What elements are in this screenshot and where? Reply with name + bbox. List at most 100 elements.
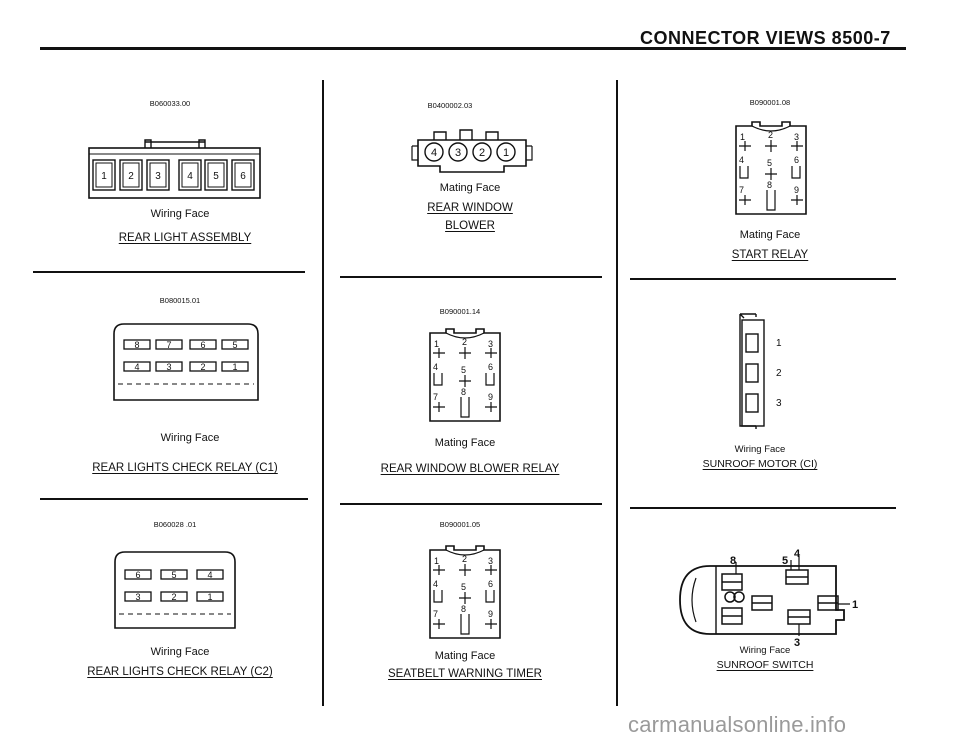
- swt-pin-8: 8: [461, 604, 466, 614]
- c2-face: Wiring Face: [150, 646, 210, 658]
- rwbr-pin-3: 3: [488, 339, 493, 349]
- rear-window-blower-code: B0400002.03: [427, 101, 473, 110]
- sunroof-switch-connector: 8 5 4 1 3: [679, 548, 858, 649]
- section-rule-c1-r2: [40, 498, 308, 500]
- rla-pin-4: 4: [187, 171, 193, 182]
- rla-pin-2: 2: [128, 171, 134, 182]
- rear-light-assembly-code: B060033.00: [149, 99, 191, 108]
- swt-code: B090001.05: [439, 520, 481, 529]
- ss-pin-8: 8: [730, 555, 736, 567]
- rwbr-pin-4: 4: [433, 362, 438, 372]
- c1-pin-7: 7: [166, 340, 171, 350]
- sunroof-motor-title: SUNROOF MOTOR (CI): [702, 458, 818, 470]
- rwbr-code: B090001.14: [439, 307, 481, 316]
- c2-pin-3: 3: [135, 592, 140, 602]
- c2-pin-4: 4: [207, 570, 212, 580]
- c2-title: REAR LIGHTS CHECK RELAY (C2): [87, 666, 273, 678]
- c1-pin-2: 2: [200, 362, 205, 372]
- ss-pin-3: 3: [794, 637, 800, 649]
- swt-face: Mating Face: [434, 650, 496, 662]
- c1-code: B080015.01: [159, 296, 201, 305]
- rwb-pin-2: 2: [479, 147, 485, 159]
- start-relay-face: Mating Face: [739, 229, 801, 241]
- ss-pin-5: 5: [782, 555, 788, 567]
- ss-pin-1: 1: [852, 599, 858, 611]
- rear-window-blower-connector: 4 3 2 1: [411, 129, 533, 173]
- rear-light-assembly-title: REAR LIGHT ASSEMBLY: [118, 232, 252, 244]
- sr-pin-3: 3: [794, 132, 799, 142]
- start-relay-title: START RELAY: [731, 249, 809, 261]
- rear-light-assembly-connector: 1 2 3 4 5 6: [88, 139, 261, 199]
- page-header-title: CONNECTOR VIEWS 8500-7: [640, 28, 891, 48]
- c1-connector: 8 7 6 5 4 3 2 1: [113, 323, 259, 401]
- c2-connector: 6 5 4 3 2 1: [114, 551, 236, 629]
- c2-pin-6: 6: [135, 570, 140, 580]
- section-rule-c3-r1: [630, 278, 896, 280]
- rear-window-blower-title-line2: BLOWER: [445, 220, 495, 232]
- sr-pin-8: 8: [767, 180, 772, 190]
- sunroof-switch-face: Wiring Face: [739, 645, 791, 656]
- c1-pin-3: 3: [166, 362, 171, 372]
- sm-pin-1: 1: [776, 338, 782, 349]
- sr-pin-2: 2: [768, 130, 773, 140]
- swt-pin-6: 6: [488, 579, 493, 589]
- column-divider-right: [616, 80, 618, 706]
- sunroof-switch-title: SUNROOF SWITCH: [716, 659, 814, 671]
- c1-title: REAR LIGHTS CHECK RELAY (C1): [92, 462, 278, 474]
- rla-pin-3: 3: [155, 171, 161, 182]
- ss-pin-4: 4: [794, 548, 801, 560]
- column-divider-left: [322, 80, 324, 706]
- sr-pin-9: 9: [794, 185, 799, 195]
- rwb-pin-4: 4: [431, 147, 437, 159]
- c1-pin-1: 1: [232, 362, 237, 372]
- section-rule-c1-r1: [33, 271, 305, 273]
- rwbr-pin-6: 6: [488, 362, 493, 372]
- section-rule-c3-r2: [630, 507, 896, 509]
- swt-pin-1: 1: [434, 556, 439, 566]
- section-rule-c2-r2: [340, 503, 602, 505]
- c2-pin-2: 2: [171, 592, 176, 602]
- header-rule: [40, 47, 906, 50]
- rear-window-blower-title-line1: REAR WINDOW: [427, 202, 513, 214]
- section-rule-c2-r1: [340, 276, 602, 278]
- swt-connector: 1 2 3 4 5 6 7 8 9: [429, 545, 501, 639]
- c2-pin-5: 5: [171, 570, 176, 580]
- c2-pin-1: 1: [207, 592, 212, 602]
- c1-face: Wiring Face: [160, 432, 220, 444]
- rwbr-pin-8: 8: [461, 387, 466, 397]
- c2-code: B060028 .01: [153, 520, 197, 529]
- swt-pin-4: 4: [433, 579, 438, 589]
- rla-pin-6: 6: [240, 171, 246, 182]
- sr-pin-6: 6: [794, 155, 799, 165]
- rwbr-pin-7: 7: [433, 392, 438, 402]
- rwbr-pin-9: 9: [488, 392, 493, 402]
- swt-pin-7: 7: [433, 609, 438, 619]
- swt-pin-3: 3: [488, 556, 493, 566]
- sm-pin-3: 3: [776, 398, 782, 409]
- sunroof-motor-face: Wiring Face: [734, 444, 786, 455]
- swt-pin-2: 2: [462, 554, 467, 564]
- c1-pin-6: 6: [200, 340, 205, 350]
- rwbr-pin-2: 2: [462, 337, 467, 347]
- swt-pin-5: 5: [461, 582, 466, 592]
- sr-pin-7: 7: [739, 185, 744, 195]
- rwbr-connector: 1 2 3 4 5 6 7 8 9: [429, 328, 501, 422]
- rear-light-assembly-face: Wiring Face: [150, 208, 210, 220]
- sr-pin-1: 1: [740, 132, 745, 142]
- start-relay-code: B090001.08: [749, 98, 791, 107]
- rla-pin-1: 1: [101, 171, 107, 182]
- swt-pin-9: 9: [488, 609, 493, 619]
- rwbr-pin-5: 5: [461, 365, 466, 375]
- rla-pin-5: 5: [213, 171, 219, 182]
- rwbr-face: Mating Face: [434, 437, 496, 449]
- rwb-pin-3: 3: [455, 147, 461, 159]
- start-relay-connector: 1 2 3 4 5 6 7 8 9: [735, 121, 807, 215]
- swt-title: SEATBELT WARNING TIMER: [388, 668, 542, 680]
- rwbr-pin-1: 1: [434, 339, 439, 349]
- c1-pin-8: 8: [134, 340, 139, 350]
- sm-pin-2: 2: [776, 368, 782, 379]
- sr-pin-4: 4: [739, 155, 744, 165]
- sr-pin-5: 5: [767, 158, 772, 168]
- rwbr-title: REAR WINDOW BLOWER RELAY: [380, 463, 560, 475]
- rear-window-blower-face: Mating Face: [439, 182, 501, 194]
